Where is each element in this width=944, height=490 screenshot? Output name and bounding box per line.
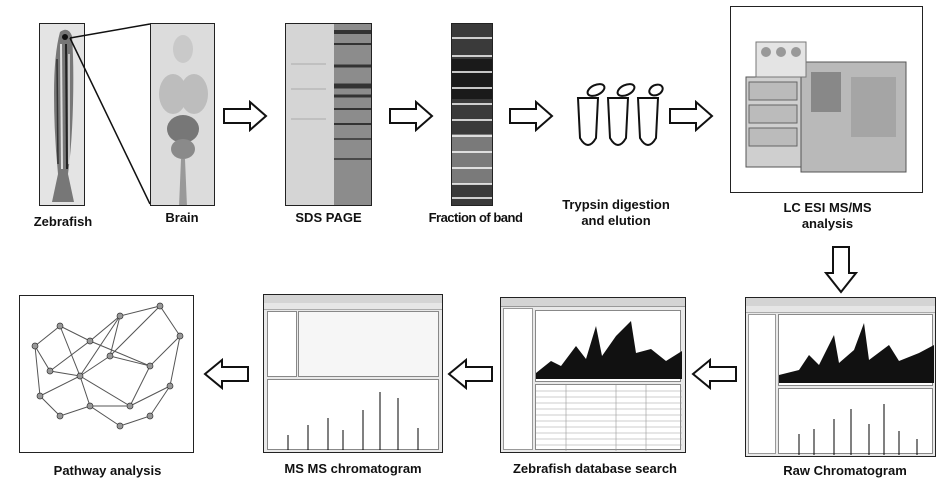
label-msms-chromatogram: MS MS chromatogram — [284, 461, 422, 476]
label-lcms-line2: analysis — [801, 216, 854, 231]
pathway-network-image — [19, 295, 194, 453]
lc-ms-instrument-image — [730, 6, 923, 193]
label-database-search: Zebrafish database search — [512, 461, 678, 476]
arrow-right-icon — [389, 100, 434, 132]
sds-page-gel-image — [285, 23, 372, 206]
label-trypsin-line2: and elution — [581, 213, 651, 228]
label-raw-chromatogram: Raw Chromatogram — [783, 463, 907, 478]
arrow-right-icon — [509, 100, 554, 132]
arrow-left-icon — [447, 358, 493, 390]
arrow-down-icon — [824, 246, 858, 294]
label-zebrafish: Zebrafish — [33, 214, 93, 229]
label-pathway-analysis: Pathway analysis — [53, 463, 162, 478]
label-fraction-of-band: Fraction of band — [428, 210, 523, 225]
database-search-screenshot — [500, 297, 686, 453]
arrow-right-icon — [669, 100, 714, 132]
zoom-lines — [69, 23, 151, 205]
raw-chromatogram-screenshot — [745, 297, 936, 457]
brain-image — [150, 23, 215, 206]
tubes-icon — [576, 83, 664, 146]
label-lcms-line1: LC ESI MS/MS — [783, 200, 872, 215]
label-lcms: LC ESI MS/MS analysis — [755, 200, 900, 232]
arrow-left-icon — [691, 358, 737, 390]
arrow-left-icon — [203, 358, 249, 390]
label-sds-page: SDS PAGE — [295, 210, 362, 225]
label-brain: Brain — [165, 210, 199, 225]
label-trypsin-line1: Trypsin digestion — [562, 197, 670, 212]
arrow-right-icon — [223, 100, 268, 132]
msms-chromatogram-screenshot — [263, 294, 443, 453]
label-trypsin: Trypsin digestion and elution — [540, 197, 692, 229]
fraction-of-band-image — [451, 23, 493, 206]
